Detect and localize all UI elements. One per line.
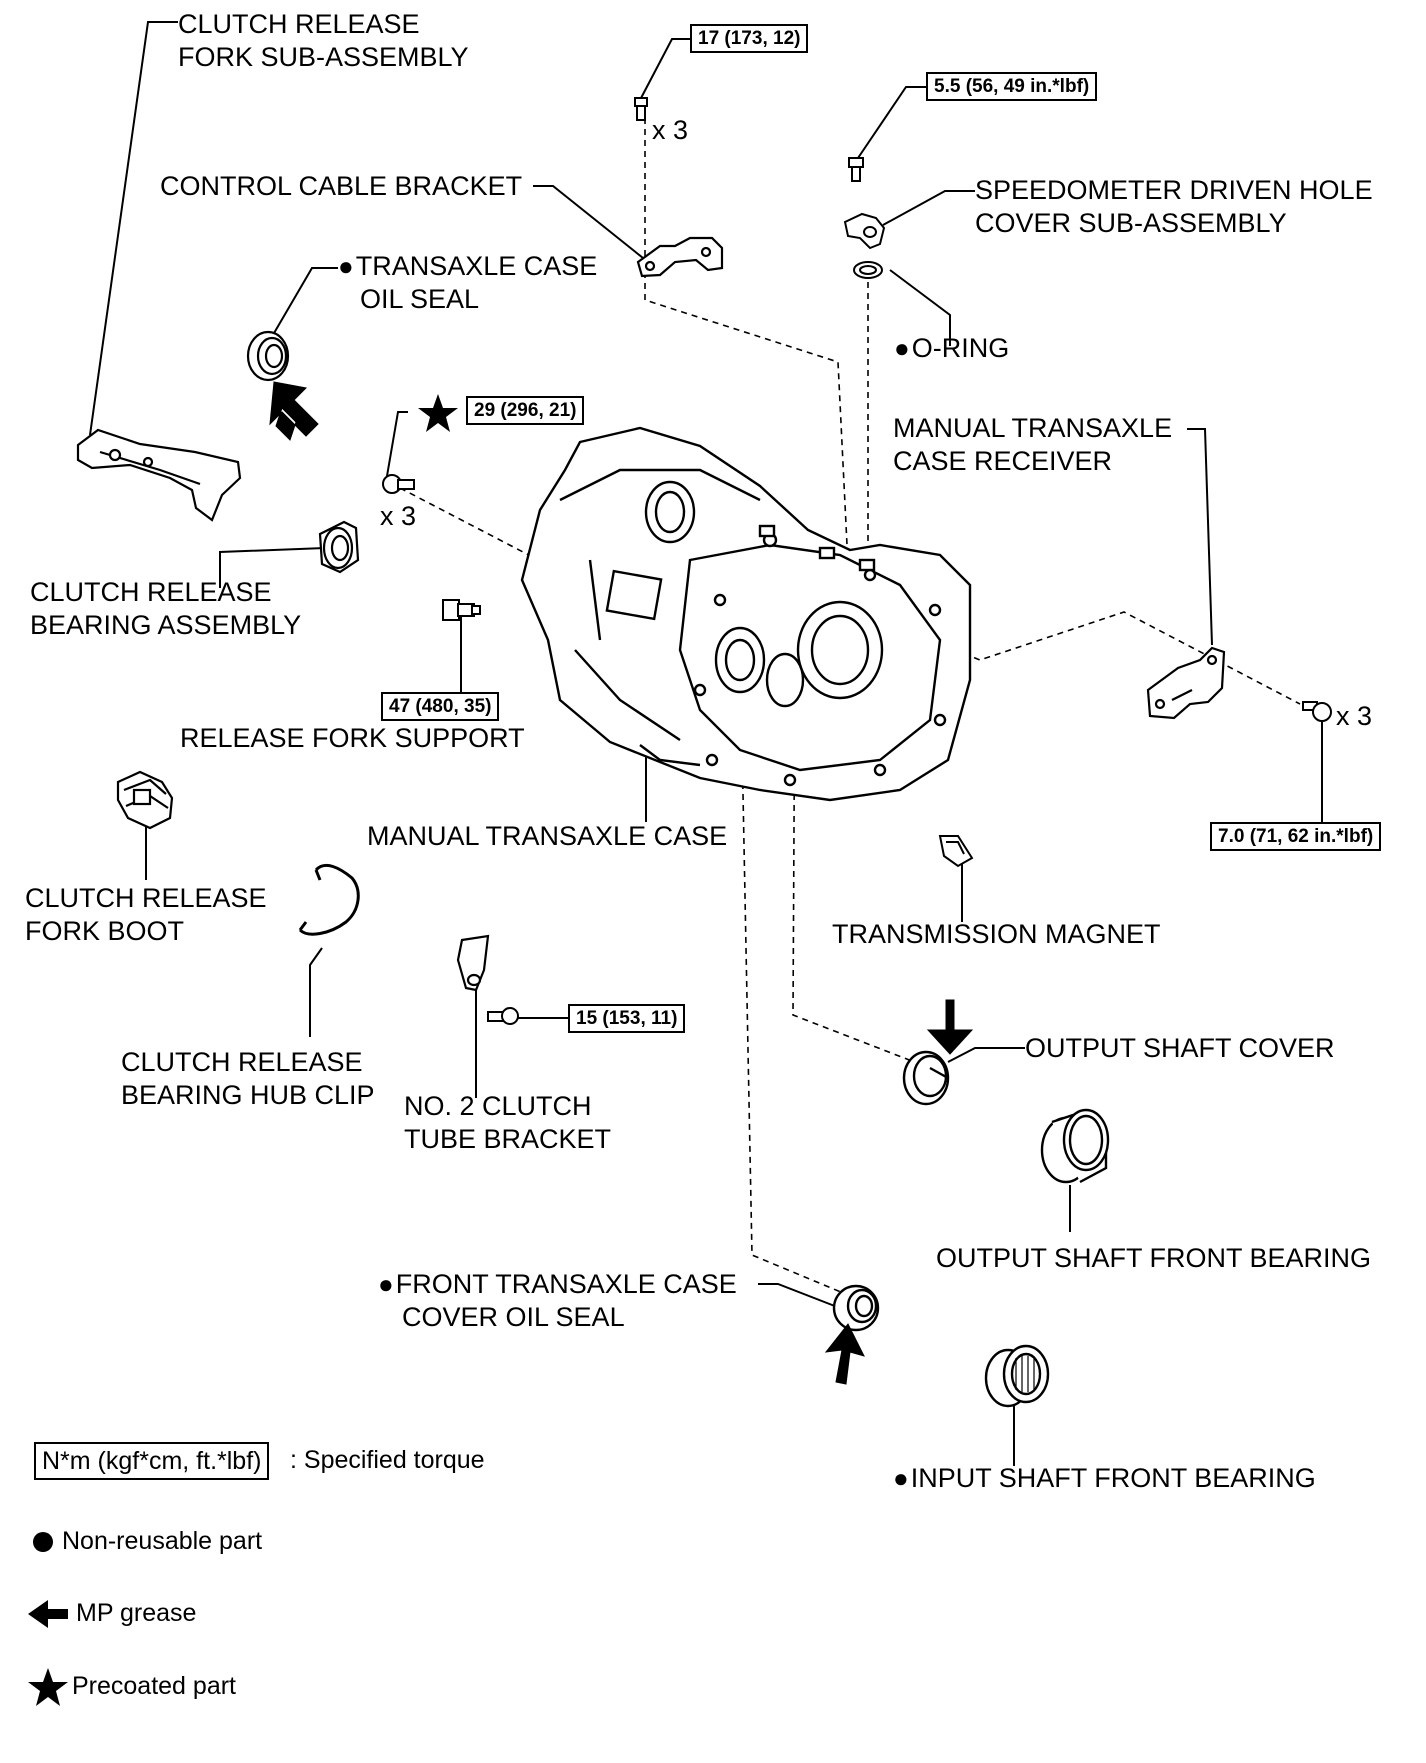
- case-receiver-part: [1146, 646, 1226, 720]
- leader-speedo: [882, 190, 975, 226]
- label-control-cable-bracket: CONTROL CABLE BRACKET: [160, 171, 523, 201]
- non-reusable-icon: [33, 1532, 53, 1552]
- torque-15: 15 (153, 11): [568, 1004, 686, 1033]
- leader-29: [386, 411, 408, 477]
- front-cover-oil-seal-part: [832, 1284, 880, 1332]
- output-shaft-front-bearing-part: [1040, 1108, 1110, 1184]
- bolt-29-part: [382, 474, 415, 494]
- label-tube-bracket: NO. 2 CLUTCH TUBE BRACKET: [404, 1091, 612, 1154]
- non-reusable-icon: ●: [894, 333, 910, 363]
- leader-17: [639, 38, 690, 101]
- torque-7-0: 7.0 (71, 62 in.*lbf): [1210, 822, 1382, 851]
- leader-bracket: [533, 185, 649, 263]
- fork-boot-part: [116, 770, 174, 830]
- speedometer-parts: [843, 157, 886, 279]
- bolt-7-0-part: [1302, 701, 1332, 722]
- release-fork-support-part: [442, 599, 481, 621]
- clutch-release-bearing-part: [318, 520, 360, 574]
- label-transaxle-case-oil-seal: ●TRANSAXLE CASE OIL SEAL: [338, 251, 598, 314]
- torque-47: 47 (480, 35): [381, 692, 500, 721]
- leader-front-seal: [758, 1283, 846, 1311]
- leader-bearing: [219, 547, 326, 588]
- clutch-release-fork-part: [76, 428, 242, 522]
- label-fork-boot: CLUTCH RELEASE FORK BOOT: [25, 883, 267, 946]
- legend-torque-desc: : Specified torque: [290, 1446, 485, 1474]
- leader-output-cover: [947, 1047, 1025, 1063]
- transmission-magnet-part: [938, 835, 974, 868]
- leader-fork: [89, 21, 178, 436]
- tube-bracket-part: [456, 934, 490, 992]
- leader-5-5: [857, 86, 926, 159]
- manual-transaxle-case-part: [520, 426, 972, 802]
- label-transmission-magnet: TRANSMISSION MAGNET: [832, 919, 1161, 949]
- label-o-ring: ●O-RING: [894, 333, 1010, 363]
- star-icon: [418, 394, 458, 432]
- non-reusable-icon: ●: [338, 251, 354, 281]
- mp-grease-icon: [28, 1600, 68, 1628]
- label-front-cover-oil-seal: ●FRONT TRANSAXLE CASE COVER OIL SEAL: [378, 1269, 737, 1332]
- non-reusable-icon: ●: [378, 1269, 394, 1299]
- label-case-receiver: MANUAL TRANSAXLE CASE RECEIVER: [893, 413, 1173, 476]
- grease-arrow-icon: [269, 381, 319, 441]
- grease-arrow-icon: [824, 1323, 865, 1385]
- legend-icons: [28, 394, 458, 1706]
- label-release-fork-support: RELEASE FORK SUPPORT: [180, 723, 525, 753]
- torque-5-5: 5.5 (56, 49 in.*lbf): [926, 72, 1098, 101]
- non-reusable-icon: ●: [893, 1463, 909, 1493]
- input-shaft-front-bearing-part: [984, 1344, 1050, 1408]
- torque-29: 29 (296, 21): [466, 396, 585, 425]
- quantity-left: x 3: [380, 501, 417, 531]
- dash-bracket: [644, 118, 849, 566]
- dash-29: [399, 487, 549, 566]
- grease-arrow-icons: [269, 381, 974, 1385]
- leader-oil-seal: [269, 267, 338, 341]
- legend-non-reusable: Non-reusable part: [62, 1527, 263, 1555]
- label-release-bearing: CLUTCH RELEASE BEARING ASSEMBLY: [30, 577, 302, 640]
- torque-17: 17 (173, 12): [690, 24, 809, 53]
- label-speedometer-cover: SPEEDOMETER DRIVEN HOLE COVER SUB-ASSEMB…: [975, 175, 1373, 238]
- leader-clip: [309, 947, 323, 1037]
- label-manual-transaxle-case: MANUAL TRANSAXLE CASE: [367, 821, 728, 851]
- label-output-shaft-front-bearing: OUTPUT SHAFT FRONT BEARING: [936, 1243, 1372, 1273]
- grease-arrow-icon: [926, 999, 974, 1055]
- label-output-shaft-cover: OUTPUT SHAFT COVER: [1025, 1033, 1335, 1063]
- dash-front-seal: [739, 639, 849, 1296]
- quantity-top: x 3: [652, 115, 689, 145]
- output-shaft-cover-part: [902, 1050, 950, 1106]
- legend-precoated: Precoated part: [72, 1672, 236, 1700]
- bolt-15-part: [487, 1007, 519, 1025]
- legend-torque-unit: N*m (kgf*cm, ft.*lbf): [34, 1442, 270, 1480]
- label-input-shaft-front-bearing: ●INPUT SHAFT FRONT BEARING: [893, 1463, 1316, 1493]
- label-clutch-release-fork: CLUTCH RELEASE FORK SUB-ASSEMBLY: [178, 9, 469, 72]
- hub-clip-part: [298, 864, 360, 936]
- star-icon: [28, 1668, 68, 1706]
- leader-oring: [889, 269, 951, 346]
- transaxle-oil-seal-part: [246, 330, 290, 382]
- leader-receiver: [1187, 428, 1213, 646]
- quantity-right: x 3: [1336, 701, 1373, 731]
- bolt-17-part: [634, 97, 648, 121]
- label-hub-clip: CLUTCH RELEASE BEARING HUB CLIP: [121, 1047, 375, 1110]
- control-cable-bracket-part: [636, 236, 724, 278]
- legend-mp-grease: MP grease: [76, 1599, 197, 1627]
